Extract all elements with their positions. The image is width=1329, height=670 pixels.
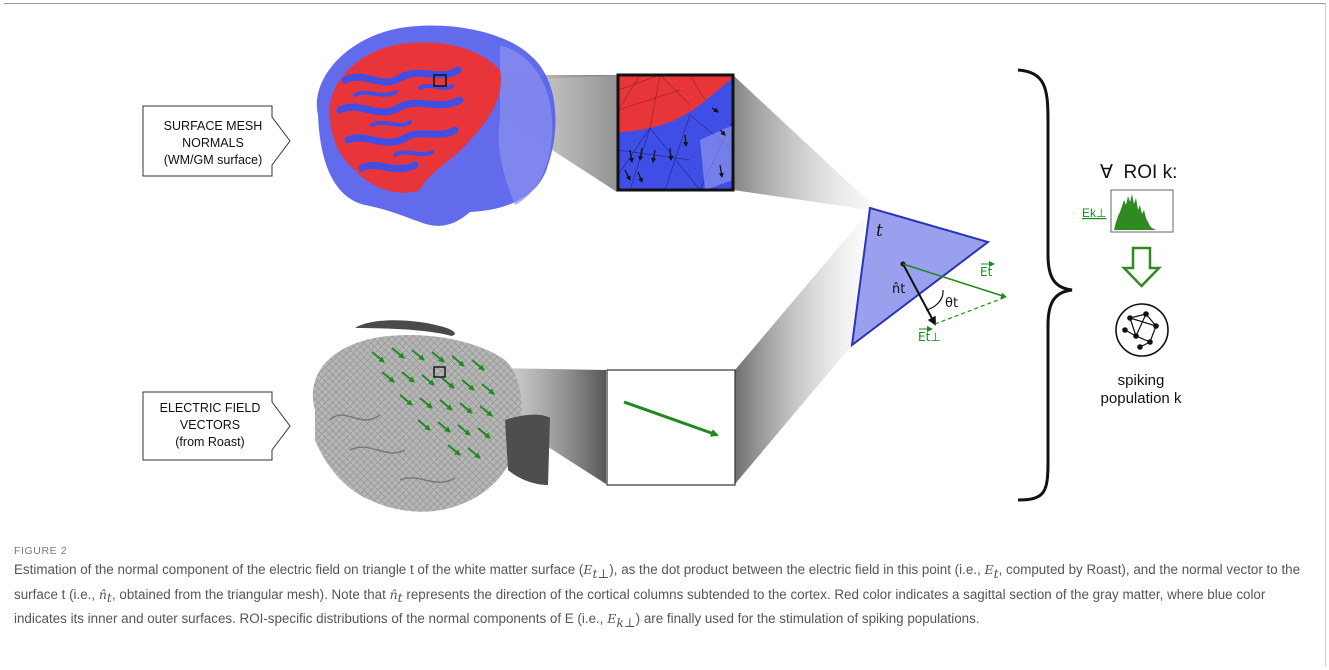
caption-sub-n: t bbox=[106, 590, 112, 606]
mesh-zoom-panel bbox=[616, 73, 735, 192]
histogram-label: Ek⊥ bbox=[1082, 206, 1106, 220]
field-label: Et bbox=[980, 265, 993, 279]
histogram-bars bbox=[1114, 194, 1156, 230]
electric-box-line-1: ELECTRIC FIELD bbox=[160, 401, 261, 415]
caption-text-1: Estimation of the normal component of th… bbox=[14, 562, 584, 577]
caption-math-e-kperp: E bbox=[607, 611, 617, 627]
caption-sub-tperp: t⊥ bbox=[592, 565, 610, 581]
roi-header: ∀ ROI k: bbox=[1100, 162, 1177, 183]
roi-panel: ∀ ROI k: Ek⊥ spiking population k bbox=[1082, 162, 1182, 407]
field-zoom-panel bbox=[606, 369, 736, 486]
caption-sub-kperp: k⊥ bbox=[616, 615, 636, 631]
figure-label: FIGURE 2 bbox=[14, 545, 68, 557]
caption-math-e-tperp: E bbox=[583, 562, 593, 577]
caption-math-e-t: E bbox=[984, 562, 994, 577]
brain-surface-mesh bbox=[316, 25, 556, 226]
caption-text-4: , obtained from the triangular mesh). No… bbox=[111, 586, 390, 602]
caption-text-2: ), as the dot product between the electr… bbox=[609, 562, 985, 577]
figure-caption: Estimation of the normal component of th… bbox=[14, 560, 1320, 634]
normal-label: n̂t bbox=[892, 282, 905, 297]
surface-box-line-3: (WM/GM surface) bbox=[164, 153, 263, 167]
zoom-beam-right-top bbox=[733, 75, 880, 212]
electric-field-input-box: ELECTRIC FIELD VECTORS (from Roast) bbox=[142, 391, 291, 461]
caption-text-5: represents the direction of the cortical… bbox=[14, 586, 1266, 627]
surface-box-line-1: SURFACE MESH bbox=[164, 119, 263, 133]
caption-math-n-t-2: n̂ bbox=[389, 586, 398, 602]
zoom-marker-bottom bbox=[433, 366, 446, 378]
electric-box-line-2: VECTORS bbox=[180, 418, 240, 432]
caption-math-n-t: n̂ bbox=[98, 586, 107, 602]
normal-vector bbox=[902, 263, 936, 326]
triangle-detail: t n̂t θt Et Et⊥ bbox=[850, 206, 1007, 348]
down-arrow bbox=[1121, 246, 1162, 288]
surface-box-line-2: NORMALS bbox=[182, 136, 244, 150]
caption-sub-t: t bbox=[993, 565, 999, 581]
spiking-line-1: spiking bbox=[1118, 372, 1165, 389]
electric-box-line-3: (from Roast) bbox=[175, 435, 244, 449]
figure-diagram: SURFACE MESH NORMALS (WM/GM surface) ELE… bbox=[142, 25, 1182, 512]
field-vector bbox=[902, 263, 1007, 299]
angle-label: θt bbox=[945, 296, 958, 311]
curly-brace bbox=[1017, 68, 1073, 502]
zoom-marker-top bbox=[433, 74, 447, 87]
surface-mesh-input-box: SURFACE MESH NORMALS (WM/GM surface) bbox=[142, 105, 291, 177]
projection-dashed-line bbox=[934, 296, 1007, 325]
caption-text-3: , computed by Roast), and the normal vec… bbox=[14, 562, 1301, 602]
caption-sub-n-2: t bbox=[397, 590, 403, 606]
perp-label: Et⊥ bbox=[918, 330, 941, 344]
caption-text-6: ) are finally used for the stimulation o… bbox=[635, 611, 980, 627]
triangle-label: t bbox=[876, 221, 883, 241]
network-icon bbox=[1115, 303, 1169, 357]
angle-arc bbox=[925, 289, 944, 311]
zoom-beam-right-bottom bbox=[735, 215, 866, 484]
brain-electric-field bbox=[312, 320, 550, 512]
figure-frame bbox=[4, 3, 1326, 667]
spiking-line-2: population k bbox=[1101, 390, 1182, 407]
